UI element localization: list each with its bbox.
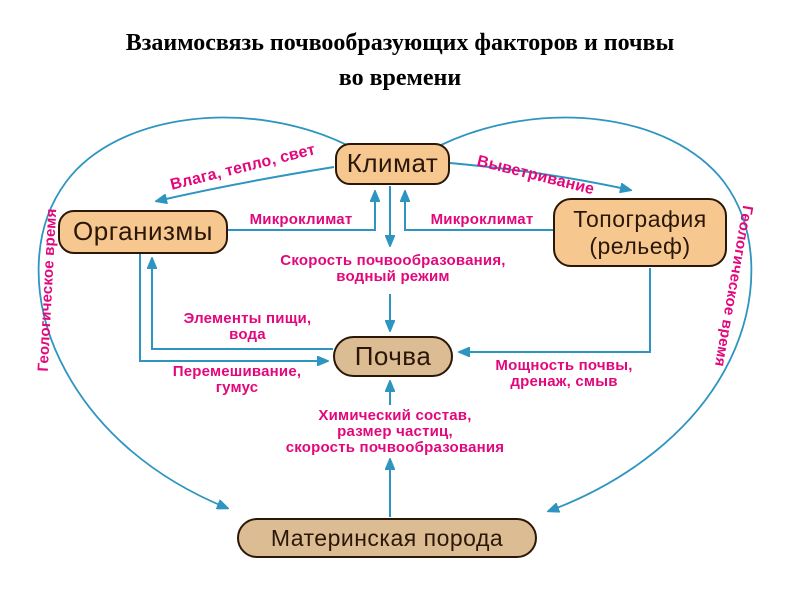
edge-label-food-elements-water: Элементы пищи, вода: [183, 310, 312, 343]
edge-label-chemical-composition: Химический состав, размер частиц, скорос…: [285, 407, 505, 456]
node-soil: Почва: [333, 336, 453, 377]
edge-label-microclimate-left: Микроклимат: [249, 211, 353, 228]
node-climate: Климат: [335, 143, 450, 185]
edge-soil-to-organisms-food: [152, 259, 333, 350]
node-soil-label: Почва: [354, 340, 432, 371]
node-parent-rock-label: Материнская порода: [270, 524, 504, 551]
node-organisms-label: Организмы: [73, 216, 213, 247]
edge-label-mixing-humus: Перемешивание, гумус: [172, 363, 302, 396]
diagram-title: Взаимосвязь почвообразующих факторов и п…: [125, 30, 675, 91]
edge-label-soil-formation-rate: Скорость почвообразования, водный режим: [280, 252, 506, 285]
edge-organisms-to-climate-microclimate: [228, 192, 375, 231]
node-parent-rock: Материнская порода: [237, 518, 537, 558]
edge-topography-to-climate-microclimate: [405, 192, 553, 231]
edge-climate-to-topography: [449, 162, 630, 190]
edge-organisms-to-soil-mixing: [139, 254, 327, 361]
edge-label-soil-thickness-drainage: Мощность почвы, дренаж, смыв: [495, 357, 633, 390]
node-topography: Топография (рельеф): [553, 198, 727, 267]
edge-label-microclimate-right: Микроклимат: [430, 211, 534, 228]
edge-climate-to-organisms: [157, 166, 335, 201]
node-topography-label: Топография (рельеф): [573, 206, 707, 259]
edge-geological-time-right-arc: [440, 116, 753, 511]
edge-topography-to-soil-thickness: [460, 268, 651, 352]
node-climate-label: Климат: [346, 148, 439, 179]
edge-geological-time-left-arc: [37, 116, 348, 508]
node-organisms: Организмы: [58, 210, 228, 254]
